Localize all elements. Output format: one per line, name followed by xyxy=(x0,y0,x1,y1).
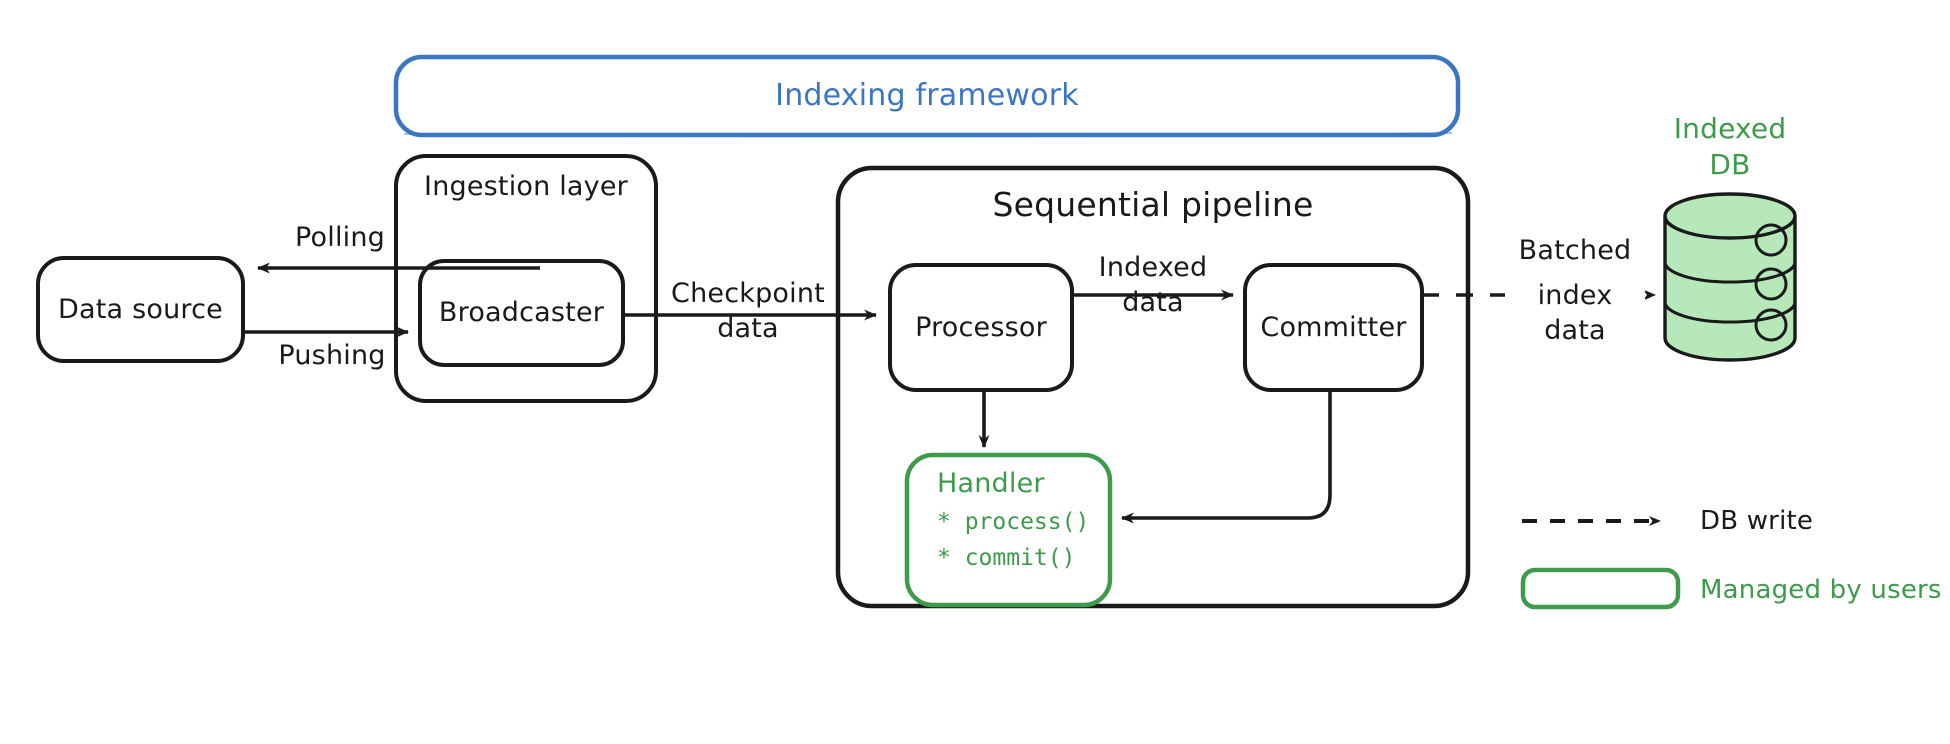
indexed-db-cylinder xyxy=(1663,192,1797,362)
committer-label: Committer xyxy=(1260,311,1407,343)
checkpoint-data-label-line1: Checkpoint xyxy=(671,278,825,309)
indexed-db-label-line1: Indexed xyxy=(1673,112,1787,145)
indexed-db-label-line2: DB xyxy=(1709,148,1751,181)
processor-label: Processor xyxy=(915,311,1047,343)
checkpoint-data-label-line2: data xyxy=(717,313,779,344)
polling-label: Polling xyxy=(295,222,385,253)
data-source-box xyxy=(36,256,245,363)
broadcaster-box xyxy=(418,259,625,367)
batched-index-data-label-line2: index xyxy=(1505,280,1645,312)
ingestion-layer-label: Ingestion layer xyxy=(424,171,628,203)
committer-to-handler-arrow xyxy=(1121,390,1332,524)
indexing-framework-bar xyxy=(393,54,1461,138)
committer-box xyxy=(1243,263,1424,392)
legend-green-rounded-rect-icon xyxy=(1520,567,1681,610)
handler-method-commit: * commit() xyxy=(937,545,1076,571)
broadcaster-label: Broadcaster xyxy=(438,297,605,329)
legend-label-db-write: DB write xyxy=(1700,506,1814,536)
handler-method-process: * process() xyxy=(937,509,1090,535)
indexed-data-label-line2: data xyxy=(1122,287,1184,318)
pushing-label: Pushing xyxy=(278,340,386,371)
data-source-label: Data source xyxy=(58,293,223,325)
sequential-pipeline-label: Sequential pipeline xyxy=(992,184,1314,224)
batched-index-data-label-line1: Batched xyxy=(1518,235,1632,266)
handler-title: Handler xyxy=(937,468,1045,499)
processor-box xyxy=(888,263,1074,392)
batched-index-data-label-line3: data xyxy=(1544,315,1606,346)
ingestion-layer-container xyxy=(394,154,658,403)
legend-label-managed-by-users: Managed by users xyxy=(1700,575,1942,605)
handler-box xyxy=(904,452,1113,608)
indexed-data-label-line1: Indexed xyxy=(1098,252,1208,283)
sequential-pipeline-container xyxy=(835,165,1471,609)
indexing-framework-label: Indexing framework xyxy=(775,78,1079,114)
